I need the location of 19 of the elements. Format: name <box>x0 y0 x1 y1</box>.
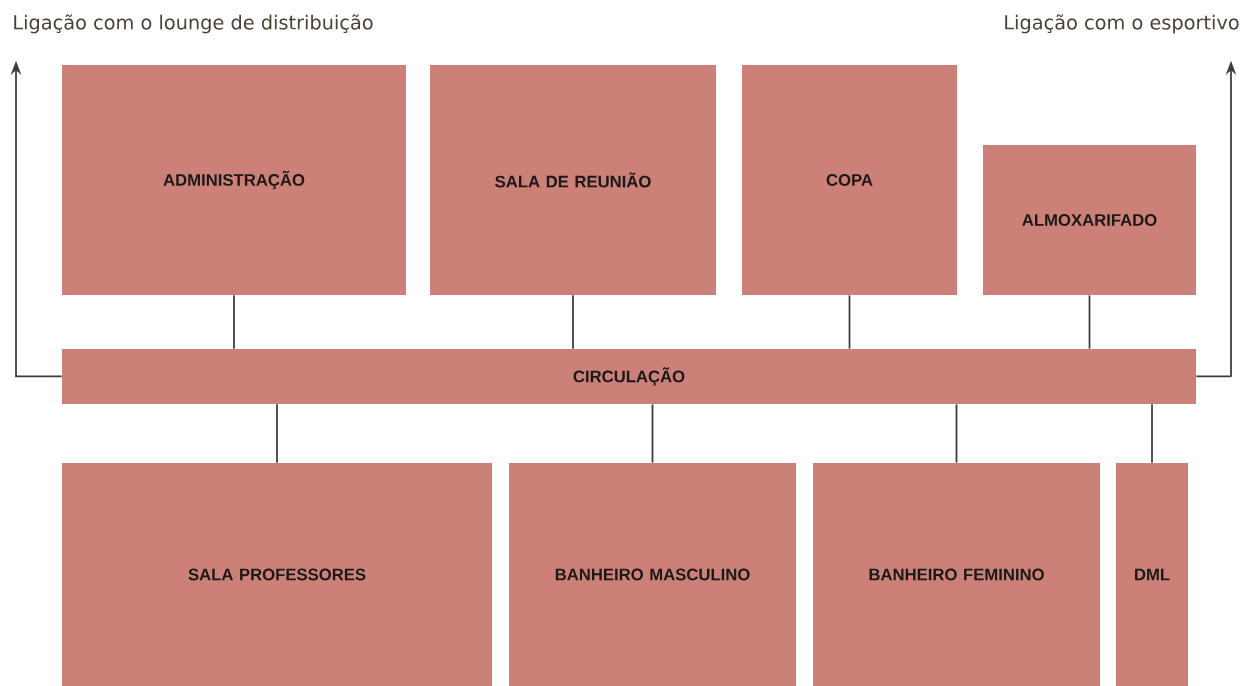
connector-line <box>848 294 851 350</box>
room-box: ADMINISTRAÇÃO <box>62 65 406 295</box>
room-box: ALMOXARIFADO <box>983 145 1196 295</box>
connector-line <box>1088 294 1091 350</box>
connector-line <box>955 403 958 464</box>
connector-line <box>1151 403 1153 464</box>
room-box: DML <box>1116 463 1188 686</box>
connector-line <box>276 403 278 464</box>
room-box: COPA <box>742 65 957 295</box>
room-box: SALA DE REUNIÃO <box>430 65 716 295</box>
room-box: BANHEIRO FEMININO <box>813 463 1100 686</box>
connector-line <box>651 403 654 464</box>
room-box: BANHEIRO MASCULINO <box>509 463 796 686</box>
connector-line <box>572 294 574 350</box>
connector-line <box>233 294 235 350</box>
connection-label: Ligação com o lounge de distribuição <box>14 14 373 34</box>
connection-label: Ligação com o esportivo <box>1005 14 1239 34</box>
corridor-band: CIRCULAÇÃO <box>62 349 1196 404</box>
room-box: SALA PROFESSORES <box>62 463 492 686</box>
